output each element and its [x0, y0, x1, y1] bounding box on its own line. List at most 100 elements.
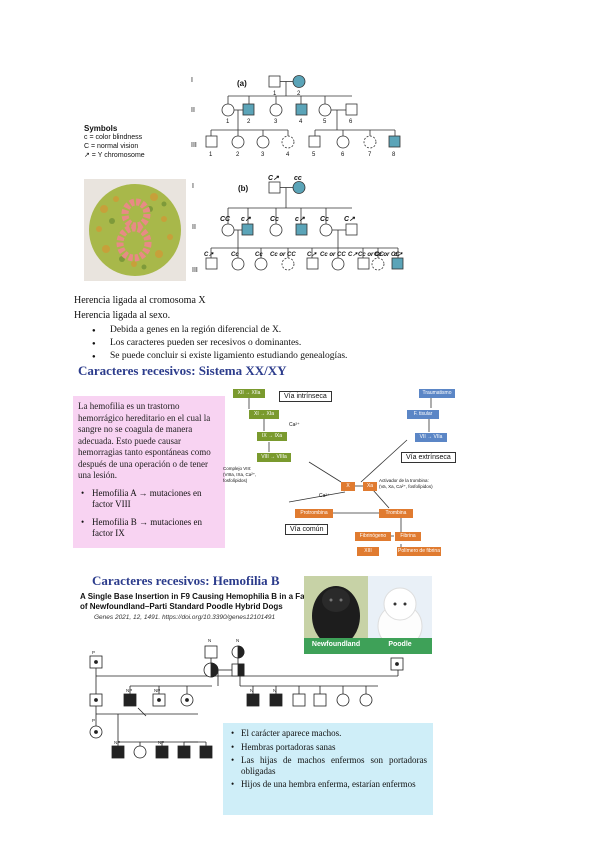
- svg-text:c↗: c↗: [241, 216, 252, 223]
- slide2-title: Caracteres recesivos: Hemofilia B: [92, 573, 280, 588]
- svg-text:P: P: [92, 718, 95, 723]
- notes-line1: Herencia ligada al cromosoma X: [74, 295, 206, 306]
- svg-text:N: N: [250, 688, 253, 693]
- svg-text:C↗: C↗: [344, 216, 356, 223]
- notes-bullets: Debida a genes en la región diferencial …: [74, 324, 534, 364]
- newfoundland-label: Newfoundland: [311, 641, 361, 648]
- pedigree-a: (a) I II III: [191, 75, 401, 158]
- extrinsic-pathway-label: Vía extrínseca: [401, 452, 456, 463]
- svg-text:II: II: [191, 107, 195, 114]
- svg-text:Cc: Cc: [320, 216, 329, 223]
- svg-text:1: 1: [273, 91, 277, 97]
- list-item: Las hijas de machos enfermos son portado…: [229, 755, 427, 776]
- svg-text:CC: CC: [220, 216, 231, 223]
- complex-viii-title: Complejo VIII:: [223, 466, 252, 471]
- svg-text:cc: cc: [294, 175, 302, 182]
- svg-text:c↗: c↗: [295, 216, 306, 223]
- node-trauma: Traumatismo: [419, 389, 455, 398]
- symbol-line: C = normal vision: [84, 143, 139, 150]
- node-vii: VII → VIIa: [415, 433, 447, 442]
- svg-text:III: III: [191, 142, 197, 149]
- svg-text:4: 4: [299, 119, 303, 125]
- slide1-title: Caracteres recesivos: Sistema XX/XY: [78, 363, 287, 378]
- svg-text:3: 3: [274, 119, 278, 125]
- svg-text:2: 2: [297, 91, 301, 97]
- list-item: Hemofilia B → mutaciones en factor IX: [78, 517, 220, 540]
- pedigree-b-label: (b): [238, 184, 249, 193]
- coagulation-cascade-diagram: XII → XIIa Vía intrínseca XI → XIa IX → …: [223, 386, 469, 556]
- svg-text:5: 5: [323, 119, 327, 125]
- svg-text:Cc or CC: Cc or CC: [270, 252, 296, 258]
- svg-text:6: 6: [349, 119, 353, 125]
- node-xiii: XIII: [357, 547, 379, 556]
- cascade-arrows: [248, 398, 432, 547]
- svg-text:Cc: Cc: [270, 216, 279, 223]
- node-xa: Xa: [363, 482, 377, 491]
- common-pathway-label: Vía común: [285, 524, 329, 535]
- svg-text:I: I: [192, 183, 194, 190]
- poodle-label: Poodle: [388, 641, 412, 648]
- dog-photos: Newfoundland Poodle: [304, 576, 432, 654]
- svg-text:III: III: [192, 267, 198, 274]
- complex-viii-text: (VIIIa, IXa, Ca²⁺, fosfolípidos): [223, 472, 257, 483]
- svg-text:P: P: [92, 650, 95, 655]
- node-factor-tisular: F. tisular: [407, 410, 439, 419]
- symbol-line: ↗ = Y chromosome: [84, 152, 145, 159]
- svg-text:C↗: C↗: [307, 252, 317, 258]
- activator-text: (Va, Xa, Ca²⁺, fosfolípidos): [379, 484, 433, 489]
- svg-text:NP: NP: [158, 740, 164, 745]
- node-fibrinogeno: Fibrinógeno: [355, 532, 391, 541]
- svg-text:8: 8: [392, 152, 396, 158]
- svg-text:4: 4: [286, 152, 290, 158]
- svg-text:3: 3: [261, 152, 265, 158]
- node-xii: XII → XIIa: [233, 389, 265, 398]
- article-citation: Genes 2021, 12, 1491. https://doi.org/10…: [94, 614, 276, 621]
- symbol-line: c = color blindness: [84, 134, 143, 141]
- svg-text:7: 7: [368, 152, 372, 158]
- article-title-line2: of Newfoundland–Parti Standard Poodle Hy…: [80, 602, 283, 611]
- svg-text:Cc or CC: Cc or CC: [374, 252, 400, 258]
- svg-text:5: 5: [312, 152, 316, 158]
- svg-text:6: 6: [341, 152, 345, 158]
- node-x: X: [341, 482, 355, 491]
- svg-text:Cc: Cc: [231, 252, 239, 258]
- symbols-title: Symbols: [84, 124, 118, 133]
- node-protrombina: Protrombina: [295, 509, 333, 518]
- ishihara-plate-image: [84, 179, 186, 281]
- list-item: Se puede concluir si existe ligamiento e…: [74, 350, 534, 364]
- activator-title: Activador de la trombina:: [379, 478, 429, 483]
- svg-text:NP: NP: [114, 740, 120, 745]
- svg-text:N: N: [208, 638, 211, 643]
- svg-text:N: N: [273, 688, 276, 693]
- svg-text:2: 2: [247, 119, 251, 125]
- list-item: Los caracteres pueden ser recesivos o do…: [74, 337, 534, 351]
- list-item: Debida a genes en la región diferencial …: [74, 324, 534, 338]
- list-item: Hemofilia A → mutaciones en factor VIII: [78, 488, 220, 511]
- svg-text:II: II: [192, 224, 196, 231]
- list-item: El carácter aparece machos.: [229, 728, 427, 739]
- node-fibrina: Fibrina: [395, 532, 421, 541]
- node-ix: IX → IXa: [257, 432, 287, 441]
- node-xi: XI → XIa: [249, 410, 279, 419]
- node-polimero: Polímero de fibrina: [397, 547, 441, 556]
- svg-text:NP: NP: [154, 688, 160, 693]
- svg-text:C↗: C↗: [348, 252, 358, 258]
- hemophilia-b-pedigree: N N NP NP N N P P NP NP: [89, 638, 404, 759]
- notes-section: Herencia ligada al cromosoma X Herencia …: [74, 294, 534, 364]
- slide1-info-box: La hemofilia es un trastorno hemorrágico…: [73, 396, 225, 548]
- list-item: Hijos de una hembra enferma, estarían en…: [229, 779, 427, 790]
- slide2-notes-box: El carácter aparece machos. Hembras port…: [223, 723, 433, 815]
- pedigree-b: (b) I II III: [192, 175, 404, 274]
- ca-label: Ca²⁺: [289, 422, 300, 428]
- symbols-legend: Symbols c = color blindness C = normal v…: [84, 124, 194, 160]
- svg-text:Cc or CC: Cc or CC: [358, 252, 384, 258]
- node-trombina: Trombina: [379, 509, 413, 518]
- svg-text:1: 1: [226, 119, 230, 125]
- svg-text:N: N: [236, 638, 239, 643]
- svg-text:NP: NP: [126, 688, 132, 693]
- svg-text:C↗: C↗: [268, 175, 280, 182]
- svg-text:Cc or CC: Cc or CC: [320, 252, 346, 258]
- svg-text:I: I: [191, 77, 193, 84]
- list-item: Hembras portadoras sanas: [229, 742, 427, 753]
- svg-text:C↗: C↗: [204, 252, 214, 258]
